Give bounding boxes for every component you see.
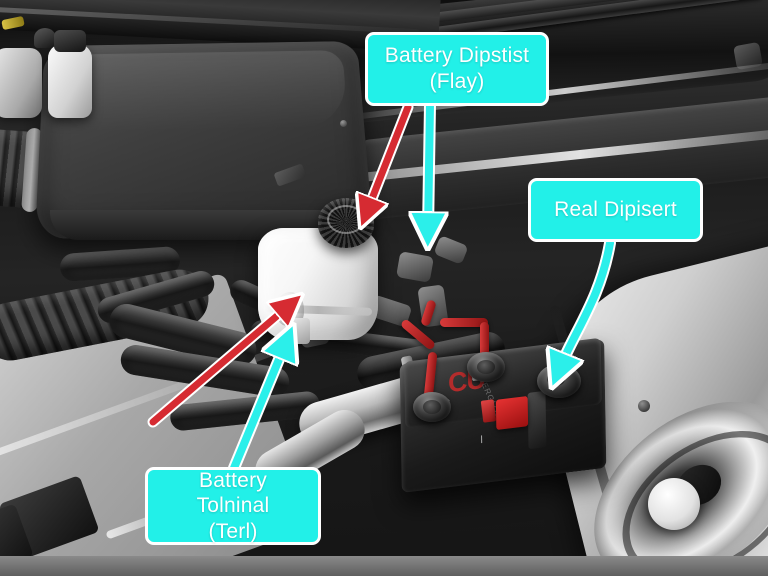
- battery-cable: [440, 318, 488, 327]
- engine-cover-fastener: [340, 120, 347, 127]
- washer-fluid-cap: [54, 30, 86, 52]
- coolant-reservoir: [0, 48, 42, 118]
- callout-terminal-text: Battery Tolninal (Terl): [160, 468, 306, 545]
- callout-real-dispenser[interactable]: Real Dipisert: [528, 178, 703, 242]
- callout-terminal-line1: Battery Tolninal: [196, 468, 270, 518]
- battery-cable: [480, 322, 489, 362]
- battery-terminal-center: [467, 352, 505, 382]
- callout-dipstick-line1: Battery Dipstist: [384, 44, 530, 68]
- callout-terminal-line2: (Terl): [208, 519, 258, 543]
- headlight-bulb: [648, 478, 700, 530]
- callout-dipstick-text: Battery Dipstist (Flay): [385, 43, 529, 94]
- callout-battery-dipstick[interactable]: Battery Dipstist (Flay): [365, 32, 549, 106]
- callout-dipstick-line2: (Flay): [429, 70, 485, 93]
- battery-terminal-negative: [413, 392, 451, 422]
- coolant-reservoir-cap: [34, 28, 56, 48]
- callout-dispenser-line1: Real Dipisert: [554, 198, 677, 222]
- callout-battery-terminal[interactable]: Battery Tolninal (Terl): [145, 467, 321, 545]
- image-bottom-edge: [0, 556, 768, 576]
- washer-fluid-reservoir: [48, 44, 92, 118]
- fender-bolt: [638, 400, 650, 412]
